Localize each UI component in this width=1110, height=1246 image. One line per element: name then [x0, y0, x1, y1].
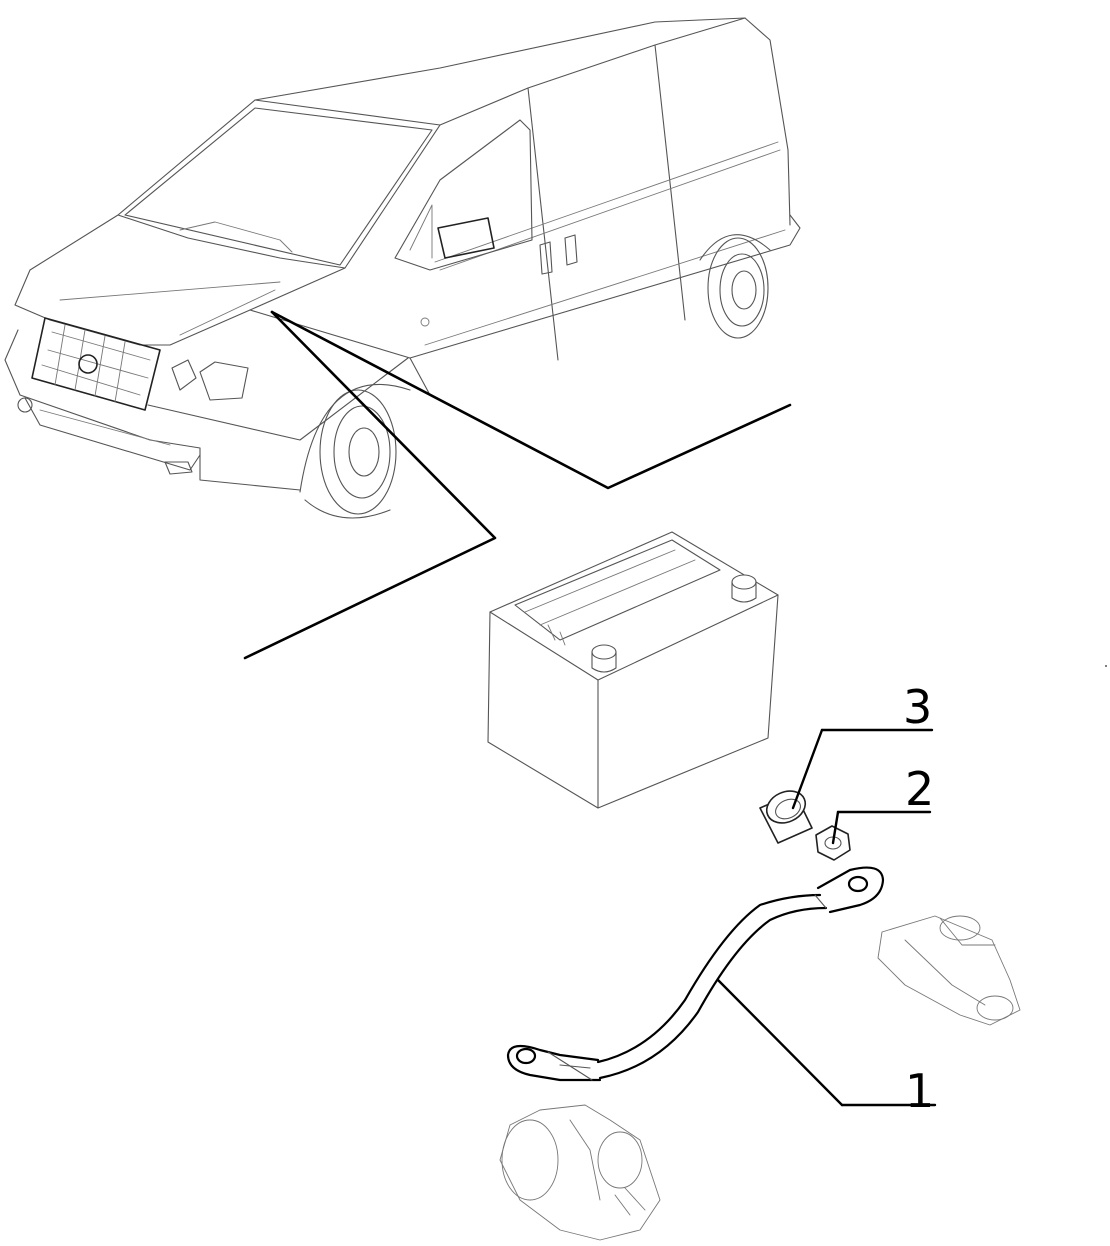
callout-1-leader	[716, 978, 844, 1107]
callout-3-leader	[791, 728, 824, 810]
location-leader-lines	[243, 310, 792, 660]
battery-cable-part	[506, 866, 885, 1082]
terminal-cap-part	[759, 790, 813, 844]
starter-motor-lower	[499, 1104, 661, 1241]
speck	[1105, 665, 1107, 667]
van-illustration	[4, 17, 801, 519]
callout-2-label: 2	[905, 762, 934, 816]
battery-illustration	[487, 531, 779, 809]
callout-1-label: 1	[905, 1064, 934, 1118]
callout-leader-lines	[716, 728, 937, 1107]
callout-2-leader	[831, 810, 840, 845]
callout-3-label: 3	[903, 680, 932, 734]
starter-motor-right	[877, 915, 1021, 1026]
